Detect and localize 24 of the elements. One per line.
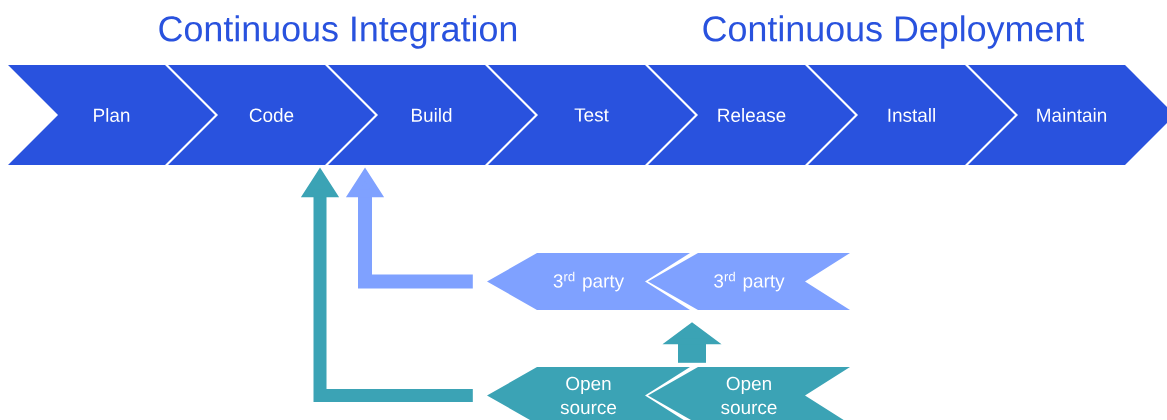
chevron-step: Build — [328, 65, 535, 165]
heading: Continuous Deployment — [703, 15, 1085, 49]
node-label: Code — [249, 108, 294, 122]
chevron-step: Maintain — [968, 65, 1167, 165]
heading: Continuous Integration — [159, 15, 517, 49]
node-label: Build — [412, 108, 452, 122]
node-label: Maintain — [1037, 108, 1107, 122]
node-label: Plan — [94, 108, 130, 122]
node-label: Install — [888, 108, 935, 122]
chevron-step: 3$^{rd}$ party — [487, 253, 690, 310]
node-label: Test — [574, 108, 609, 122]
chevron-step: Open source — [648, 367, 850, 420]
chevron-step: Release — [648, 65, 855, 165]
chevron-step: Code — [168, 65, 375, 165]
node-label: Open source — [560, 376, 617, 415]
chevron-step: Open source — [487, 367, 690, 420]
chevron-step: 3$^{rd}$ party — [648, 253, 850, 310]
node-label: 3$^{rd}$ party — [714, 271, 785, 292]
node-label: Open source — [721, 376, 777, 415]
chevron-step: Install — [808, 65, 1015, 165]
node-label: Release — [718, 108, 786, 122]
chevron-step: Plan — [8, 65, 215, 165]
chevron-step: Test — [488, 65, 695, 165]
node-label: 3$^{rd}$ party — [553, 271, 625, 292]
